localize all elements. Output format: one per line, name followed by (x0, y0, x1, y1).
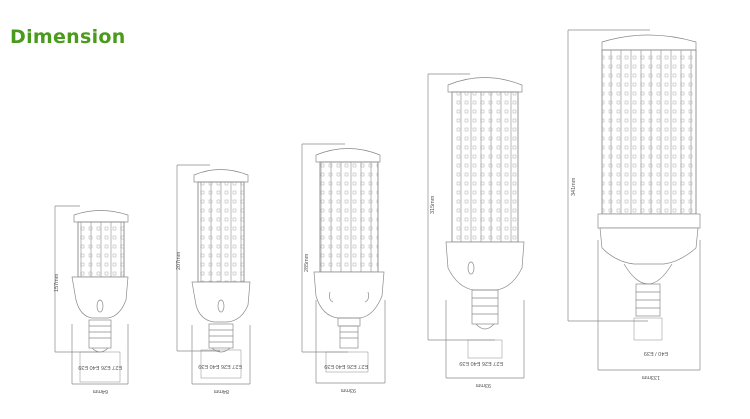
lamp-3-width-label: 93mm (340, 387, 356, 393)
lamp-5-width-label: 133mm (641, 374, 660, 380)
lamp-4-base-label: E27 E26 E40 E39 (459, 360, 503, 366)
lamp-4-drawing (427, 73, 525, 379)
lamp-2-drawing (176, 164, 251, 385)
lamp-4-width-label: 93mm (475, 382, 491, 388)
lamp-1-height-label: 157mm (54, 273, 60, 292)
lamp-3-height-label: 285mm (304, 253, 310, 272)
lamp-1-base-label: E27 E26 E40 E39 (78, 364, 122, 370)
lamp-1-width-label: 64mm (92, 388, 108, 394)
section-title: Dimension (10, 26, 126, 48)
lamp-3-drawing (301, 143, 386, 384)
lamp-2-width-label: 84mm (213, 388, 229, 394)
lamp-4-height-label: 315mm (430, 195, 436, 214)
lamp-3-base-label: E27 E26 E40 E39 (324, 363, 368, 369)
lamp-5-drawing (567, 29, 701, 371)
lamp-5-height-label: 341mm (571, 177, 577, 196)
lamp-2-base-label: E27 E26 E40 E39 (198, 363, 242, 369)
lamp-5-base-label: E40 / E39 (644, 350, 668, 356)
lamp-2-height-label: 207mm (176, 251, 182, 270)
lamp-1-drawing (54, 205, 129, 385)
